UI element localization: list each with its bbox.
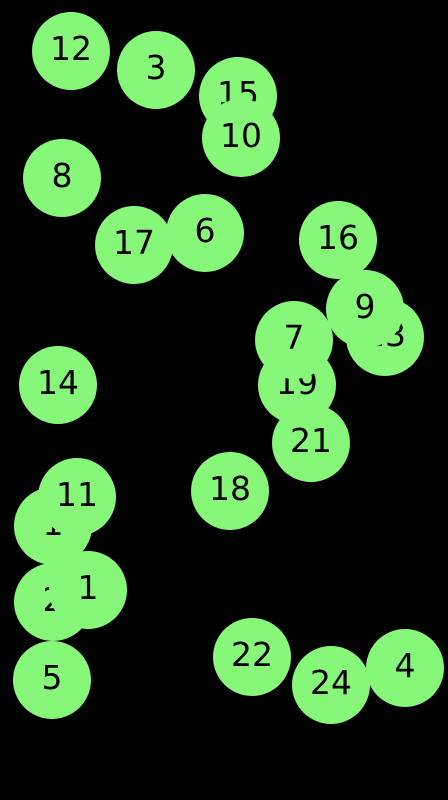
ball-4[interactable]: 4 <box>366 629 444 707</box>
ball-17[interactable]: 17 <box>95 206 173 284</box>
ball-21[interactable]: 21 <box>272 404 350 482</box>
ball-22[interactable]: 22 <box>213 618 291 696</box>
ball-6[interactable]: 6 <box>166 194 244 272</box>
ball-3[interactable]: 3 <box>117 31 195 109</box>
ball-16[interactable]: 16 <box>299 201 377 279</box>
ball-7[interactable]: 7 <box>255 301 333 379</box>
ball-1[interactable]: 1 <box>49 551 127 629</box>
ball-24[interactable]: 24 <box>292 646 370 724</box>
ball-12[interactable]: 12 <box>32 12 110 90</box>
ball-9[interactable]: 9 <box>326 270 404 348</box>
ball-14[interactable]: 14 <box>19 346 97 424</box>
ball-5[interactable]: 5 <box>13 641 91 719</box>
ball-18[interactable]: 18 <box>191 452 269 530</box>
ball-10[interactable]: 10 <box>202 99 280 177</box>
ball-11[interactable]: 11 <box>38 458 116 536</box>
ball-8[interactable]: 8 <box>23 139 101 217</box>
